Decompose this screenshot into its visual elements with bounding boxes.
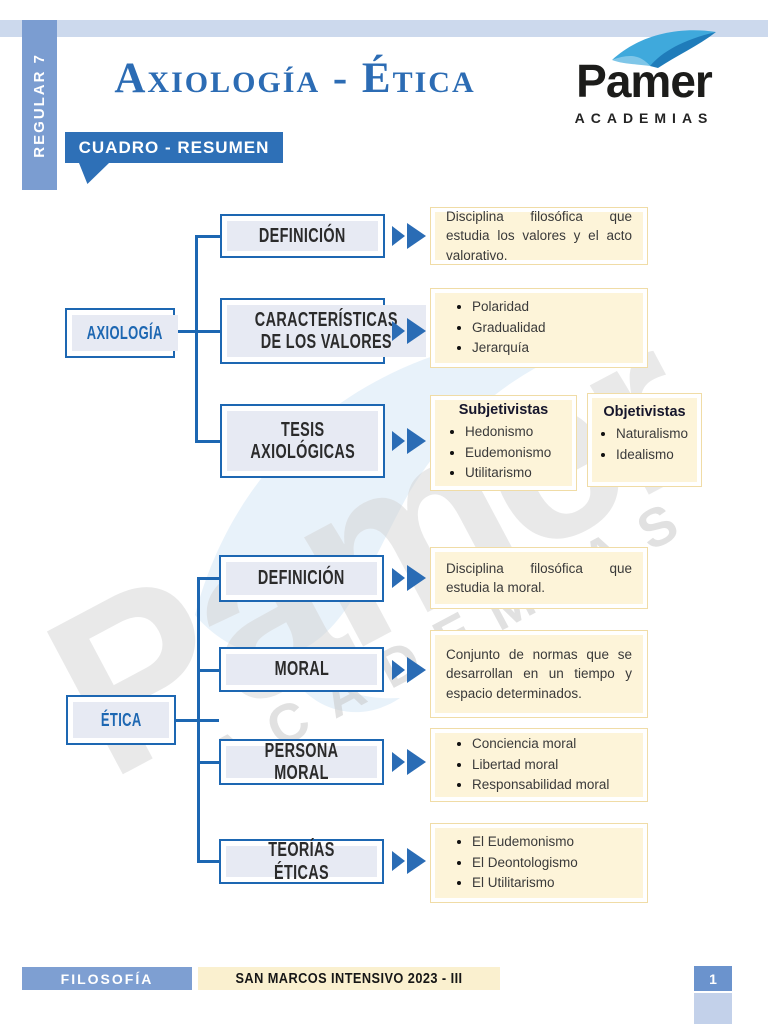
node-teorias-eticas-body: TEORÍAS ÉTICAS bbox=[226, 839, 377, 884]
group-title: Objetivistas bbox=[603, 404, 686, 420]
note-body: Objetivistas Naturalismo Idealismo bbox=[592, 398, 697, 482]
regular-tab: REGULAR 7 bbox=[22, 20, 57, 190]
note-text: Conjunto de normas que se desarrollan en… bbox=[446, 647, 632, 701]
page-number-accent bbox=[694, 993, 732, 1024]
double-chevron-right-icon bbox=[392, 428, 426, 454]
banner-tail bbox=[79, 163, 109, 184]
page-number-badge: 1 bbox=[694, 966, 732, 991]
node-axiologia-body: AXIOLOGÍA bbox=[72, 315, 178, 351]
list-item: Naturalismo bbox=[616, 424, 691, 445]
node-tesis-label: TESIS AXIOLÓGICAS bbox=[250, 418, 355, 463]
double-chevron-right-icon bbox=[392, 565, 426, 591]
list-item: Utilitarismo bbox=[465, 463, 564, 484]
note-text: Disciplina filosófica que estudia los va… bbox=[446, 209, 632, 263]
page-title: Axiología - Ética bbox=[114, 54, 476, 102]
note-list: El Eudemonismo El Deontologismo El Utili… bbox=[446, 832, 632, 895]
double-chevron-right-icon bbox=[392, 223, 426, 249]
node-definicion-axiologia-label: DEFINICIÓN bbox=[259, 224, 346, 247]
note-list: Polaridad Gradualidad Jerarquía bbox=[446, 297, 632, 360]
node-definicion-etica-body: DEFINICIÓN bbox=[226, 562, 377, 595]
connector bbox=[197, 761, 219, 764]
section-banner: CUADRO - RESUMEN bbox=[65, 132, 283, 184]
connector bbox=[195, 235, 198, 443]
node-definicion-etica: DEFINICIÓN bbox=[219, 555, 384, 602]
node-teorias-eticas: TEORÍAS ÉTICAS bbox=[219, 839, 384, 884]
node-axiologia: AXIOLOGÍA bbox=[65, 308, 178, 358]
double-chevron-right-icon bbox=[392, 749, 426, 775]
footer-program-badge: SAN MARCOS INTENSIVO 2023 - III bbox=[198, 967, 500, 990]
connector bbox=[197, 669, 219, 672]
note-body: El Eudemonismo El Deontologismo El Utili… bbox=[435, 828, 643, 898]
regular-tab-label: REGULAR 7 bbox=[31, 52, 48, 158]
node-caracteristicas-label: CARACTERÍSTICAS DE LOS VALORES bbox=[254, 308, 398, 353]
note-list: Hedonismo Eudemonismo Utilitarismo bbox=[443, 422, 564, 485]
connector bbox=[197, 860, 219, 863]
node-teorias-eticas-label: TEORÍAS ÉTICAS bbox=[268, 839, 335, 884]
double-chevron-right-icon bbox=[392, 848, 426, 874]
list-item: El Utilitarismo bbox=[472, 873, 632, 894]
connector bbox=[195, 440, 220, 443]
node-definicion-axiologia: DEFINICIÓN bbox=[220, 214, 385, 258]
node-caracteristicas: CARACTERÍSTICAS DE LOS VALORES bbox=[220, 298, 426, 364]
connector bbox=[197, 577, 219, 580]
node-tesis-body: TESIS AXIOLÓGICAS bbox=[227, 411, 378, 471]
section-banner-label: CUADRO - RESUMEN bbox=[78, 137, 270, 157]
node-axiologia-label: AXIOLOGÍA bbox=[86, 322, 163, 343]
list-item: El Eudemonismo bbox=[472, 832, 632, 853]
double-chevron-right-icon bbox=[392, 318, 426, 344]
node-etica-label: ÉTICA bbox=[100, 709, 142, 730]
note-body: Conciencia moral Libertad moral Responsa… bbox=[435, 733, 643, 797]
node-moral-body: MORAL bbox=[226, 654, 377, 685]
node-persona-moral-body: PERSONA MORAL bbox=[226, 740, 377, 784]
list-item: Responsabilidad moral bbox=[472, 775, 632, 796]
footer-program-label: SAN MARCOS INTENSIVO 2023 - III bbox=[235, 970, 463, 987]
note-moral: Conjunto de normas que se desarrollan en… bbox=[430, 630, 648, 718]
note-body: Subjetivistas Hedonismo Eudemonismo Util… bbox=[435, 400, 572, 486]
note-subjetivistas: Subjetivistas Hedonismo Eudemonismo Util… bbox=[430, 395, 577, 491]
note-definicion-etica: Disciplina filosófica que estudia la mor… bbox=[430, 547, 648, 609]
node-definicion-axiologia-body: DEFINICIÓN bbox=[227, 221, 378, 251]
pamer-logo: Pamer ACADEMIAS bbox=[544, 26, 744, 138]
header-band bbox=[0, 20, 768, 37]
list-item: Hedonismo bbox=[465, 422, 564, 443]
list-item: Eudemonismo bbox=[465, 443, 564, 464]
note-text: Disciplina filosófica que estudia la mor… bbox=[446, 560, 632, 595]
list-item: Idealismo bbox=[616, 445, 691, 466]
note-definicion-axiologia: Disciplina filosófica que estudia los va… bbox=[430, 207, 648, 265]
footer-course-label: FILOSOFÍA bbox=[60, 970, 154, 987]
node-etica-body: ÉTICA bbox=[73, 702, 169, 738]
list-item: Jerarquía bbox=[472, 338, 632, 359]
node-etica: ÉTICA bbox=[66, 695, 176, 745]
node-moral-label: MORAL bbox=[274, 658, 329, 681]
logo-name: Pamer bbox=[576, 55, 713, 107]
note-teorias-eticas: El Eudemonismo El Deontologismo El Utili… bbox=[430, 823, 648, 903]
connector bbox=[197, 577, 200, 863]
note-list: Naturalismo Idealismo bbox=[598, 424, 691, 466]
note-body: Disciplina filosófica que estudia los va… bbox=[435, 209, 643, 263]
note-list: Conciencia moral Libertad moral Responsa… bbox=[446, 734, 632, 797]
list-item: Polaridad bbox=[472, 297, 632, 318]
note-persona-moral: Conciencia moral Libertad moral Responsa… bbox=[430, 728, 648, 802]
node-definicion-etica-label: DEFINICIÓN bbox=[258, 567, 345, 590]
node-persona-moral: PERSONA MORAL bbox=[219, 739, 384, 785]
list-item: Libertad moral bbox=[472, 755, 632, 776]
note-body: Conjunto de normas que se desarrollan en… bbox=[435, 635, 643, 713]
pamer-bird-icon bbox=[612, 30, 716, 68]
note-objetivistas: Objetivistas Naturalismo Idealismo bbox=[587, 393, 702, 487]
note-body: Polaridad Gradualidad Jerarquía bbox=[435, 293, 643, 363]
logo-subtitle: ACADEMIAS bbox=[574, 110, 714, 126]
node-persona-moral-label: PERSONA MORAL bbox=[264, 739, 339, 784]
double-chevron-right-icon bbox=[392, 657, 426, 683]
note-body: Disciplina filosófica que estudia la mor… bbox=[435, 552, 643, 604]
connector bbox=[195, 235, 220, 238]
page-number: 1 bbox=[709, 970, 717, 987]
node-tesis: TESIS AXIOLÓGICAS bbox=[220, 404, 385, 478]
list-item: El Deontologismo bbox=[472, 853, 632, 874]
list-item: Conciencia moral bbox=[472, 734, 632, 755]
node-moral: MORAL bbox=[219, 647, 384, 692]
list-item: Gradualidad bbox=[472, 318, 632, 339]
footer-course-badge: FILOSOFÍA bbox=[22, 967, 192, 990]
note-caracteristicas: Polaridad Gradualidad Jerarquía bbox=[430, 288, 648, 368]
group-title: Subjetivistas bbox=[458, 401, 549, 418]
